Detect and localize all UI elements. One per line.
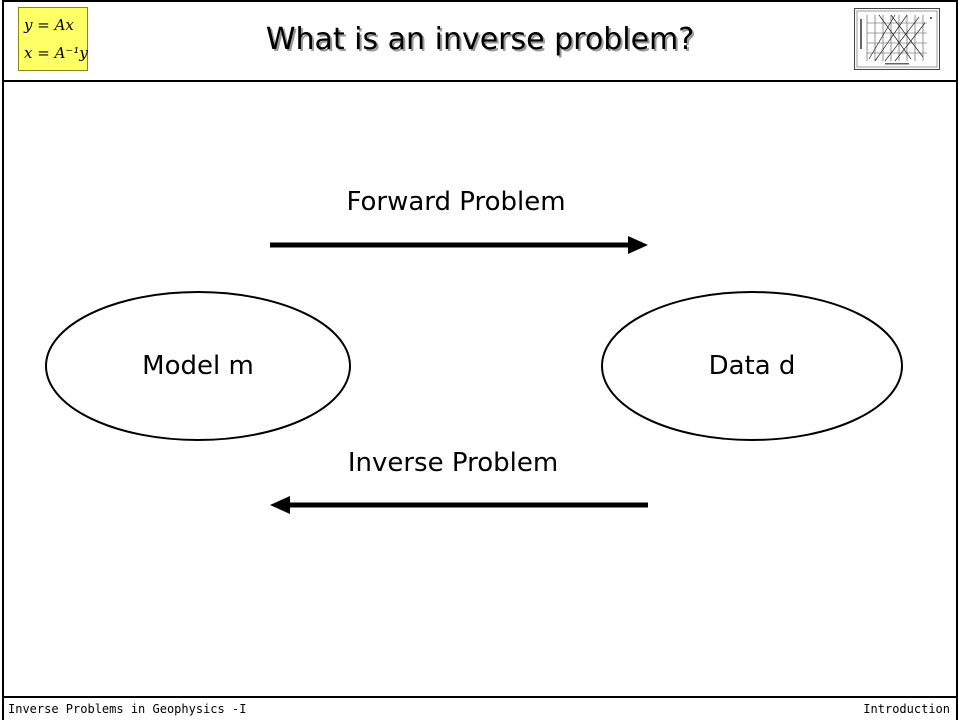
inverse-problem-label: Inverse Problem: [347, 448, 559, 478]
data-label: Data d: [708, 351, 796, 381]
footer-course-title: Inverse Problems in Geophysics -I: [8, 702, 247, 716]
forward-arrow: [270, 236, 648, 254]
page-title: What is an inverse problem?: [265, 22, 695, 57]
model-ellipse: [45, 291, 351, 441]
seismogram-thumbnail: [854, 8, 940, 70]
header-divider: [2, 80, 958, 82]
formula-logo: y = Ax x = A⁻¹y: [18, 7, 88, 71]
footer-divider: [2, 696, 958, 698]
frame-top-border: [2, 0, 958, 2]
seismogram-thumbnail-graphic: [856, 10, 938, 68]
formula-line-forward: y = Ax: [24, 16, 74, 34]
model-label: Model m: [142, 351, 254, 381]
frame-left-border: [2, 0, 4, 720]
data-ellipse: [601, 291, 903, 441]
forward-problem-label: Forward Problem: [346, 187, 566, 217]
footer-section-name: Introduction: [863, 702, 950, 716]
formula-line-inverse: x = A⁻¹y: [24, 44, 88, 62]
frame-right-border: [956, 0, 958, 720]
inverse-arrow: [270, 496, 648, 514]
